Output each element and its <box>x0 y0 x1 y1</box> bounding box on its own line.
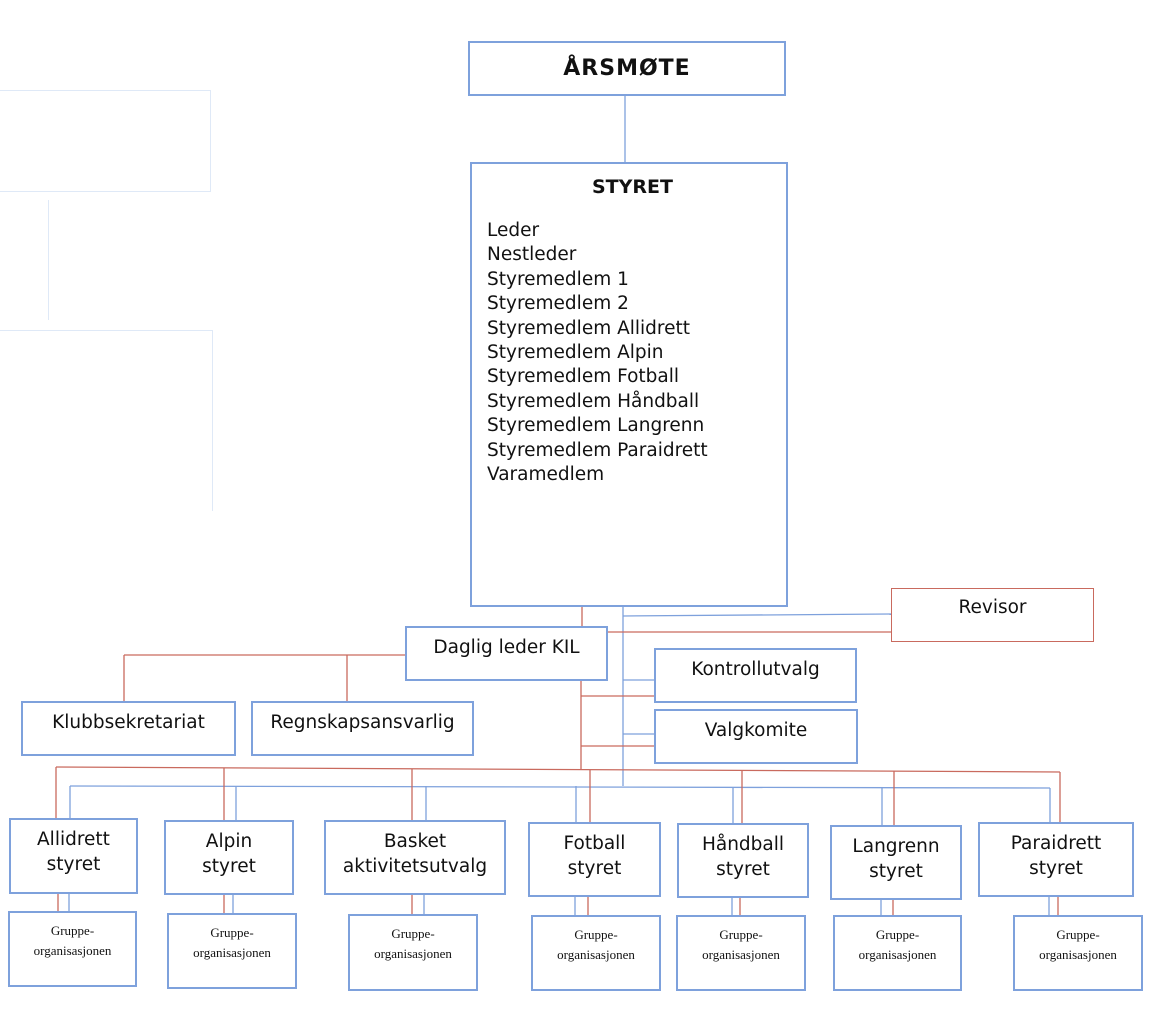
member-alpin: Styremedlem Alpin <box>487 342 664 364</box>
group-name: Håndball <box>701 834 785 855</box>
ghost-line <box>48 200 49 320</box>
sub-line2: organisasjonen <box>858 947 937 962</box>
member-langrenn: Styremedlem Langrenn <box>487 415 705 437</box>
group-name: Basket <box>383 831 447 852</box>
group-name: Fotball <box>563 833 626 854</box>
group-type: styret <box>869 860 923 882</box>
daglig-leder-box: Daglig leder KIL <box>405 626 608 681</box>
group-type: styret <box>567 857 622 879</box>
sub-line2: organisasjonen <box>557 947 635 962</box>
group-box-paraidrett: Paraidrett styret <box>978 822 1134 897</box>
member-fotball: Styremedlem Fotball <box>487 366 680 388</box>
gruppeorganisasjon-box: Gruppe- organisasjonen <box>8 911 137 987</box>
sub-line1: Gruppe- <box>391 926 435 941</box>
member-handball: Styremedlem Håndball <box>487 390 700 412</box>
sub-line2: organisasjonen <box>374 946 452 961</box>
group-box-handball: Håndball styret <box>677 823 809 898</box>
ghost-frame-bottom <box>0 330 213 511</box>
arsmote-box: ÅRSMØTE <box>468 41 786 96</box>
valgkomite-box: Valgkomite <box>654 709 858 764</box>
group-name: Alpin <box>205 831 253 852</box>
group-type: styret <box>1029 857 1083 879</box>
gruppeorganisasjon-box: Gruppe- organisasjonen <box>1013 915 1143 991</box>
revisor-label: Revisor <box>958 597 1027 618</box>
group-box-basket: Basket aktivitetsutvalg <box>324 820 506 895</box>
sub-line1: Gruppe- <box>574 927 618 942</box>
styret-members: Leder Nestleder Styremedlem 1 Styremedle… <box>487 219 708 487</box>
member-leder: Leder <box>487 220 540 241</box>
gruppeorganisasjon-box: Gruppe- organisasjonen <box>833 915 962 991</box>
sub-line2: organisasjonen <box>33 943 112 958</box>
klubbsekretariat-box: Klubbsekretariat <box>21 701 236 756</box>
arsmote-title: ÅRSMØTE <box>563 56 691 81</box>
ghost-frame-top <box>0 90 211 192</box>
group-name: Allidrett <box>37 829 110 850</box>
kontrollutvalg-label: Kontrollutvalg <box>691 659 820 680</box>
gruppeorganisasjon-box: Gruppe- organisasjonen <box>348 914 478 991</box>
regnskapsansvarlig-label: Regnskapsansvarlig <box>270 712 455 733</box>
sub-line1: Gruppe- <box>719 927 763 942</box>
group-box-fotball: Fotball styret <box>528 822 661 897</box>
regnskapsansvarlig-box: Regnskapsansvarlig <box>251 701 474 756</box>
gruppeorganisasjon-box: Gruppe- organisasjonen <box>531 915 661 991</box>
valgkomite-label: Valgkomite <box>704 720 808 741</box>
sub-line1: Gruppe- <box>875 927 920 942</box>
daglig-leder-label: Daglig leder KIL <box>433 637 580 658</box>
revisor-box: Revisor <box>891 588 1094 642</box>
kontrollutvalg-box: Kontrollutvalg <box>654 648 857 703</box>
member-nestleder: Nestleder <box>487 244 577 266</box>
klubbsekretariat-label: Klubbsekretariat <box>52 712 205 733</box>
member-paraidrett: Styremedlem Paraidrett <box>487 439 708 461</box>
group-type: styret <box>46 853 101 875</box>
styret-title: STYRET <box>592 176 673 198</box>
sub-line1: Gruppe- <box>1056 927 1100 942</box>
member-styremedlem-1: Styremedlem 1 <box>487 268 629 290</box>
gruppeorganisasjon-box: Gruppe- organisasjonen <box>167 913 297 989</box>
group-type: styret <box>202 855 256 877</box>
group-name: Langrenn <box>852 836 940 857</box>
sub-line2: organisasjonen <box>1039 947 1117 962</box>
member-allidrett: Styremedlem Allidrett <box>487 317 691 339</box>
group-box-alpin: Alpin styret <box>164 820 294 895</box>
sub-line1: Gruppe- <box>210 925 254 940</box>
group-type: aktivitetsutvalg <box>342 855 488 877</box>
sub-line2: organisasjonen <box>193 945 271 960</box>
group-name: Paraidrett <box>1010 833 1102 854</box>
member-varamedlem: Varamedlem <box>487 464 605 486</box>
group-box-allidrett: Allidrett styret <box>9 818 138 894</box>
group-type: styret <box>716 858 770 880</box>
member-styremedlem-2: Styremedlem 2 <box>487 293 629 315</box>
group-box-langrenn: Langrenn styret <box>830 825 962 900</box>
styret-box: STYRET Leder Nestleder Styremedlem 1 Sty… <box>470 162 788 607</box>
gruppeorganisasjon-box: Gruppe- organisasjonen <box>676 915 806 991</box>
sub-line1: Gruppe- <box>50 923 95 938</box>
sub-line2: organisasjonen <box>702 947 780 962</box>
